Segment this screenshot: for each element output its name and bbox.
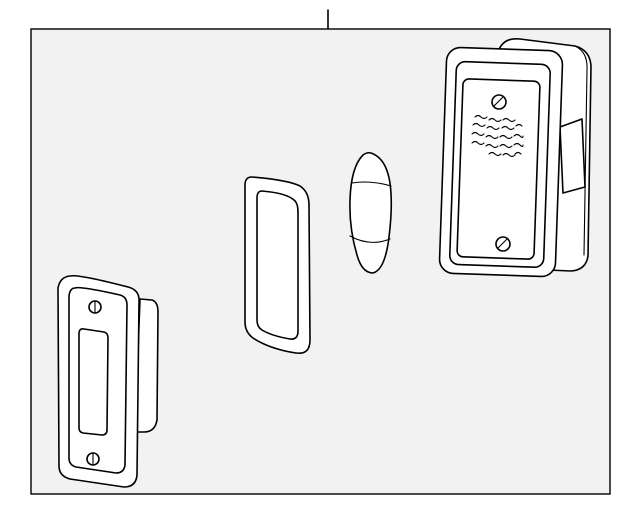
- license-lamp-housing-icon: [438, 37, 592, 278]
- small-lamp-assembly-icon: [57, 274, 159, 488]
- bulb-icon: [349, 151, 393, 274]
- gasket-icon: [244, 176, 311, 355]
